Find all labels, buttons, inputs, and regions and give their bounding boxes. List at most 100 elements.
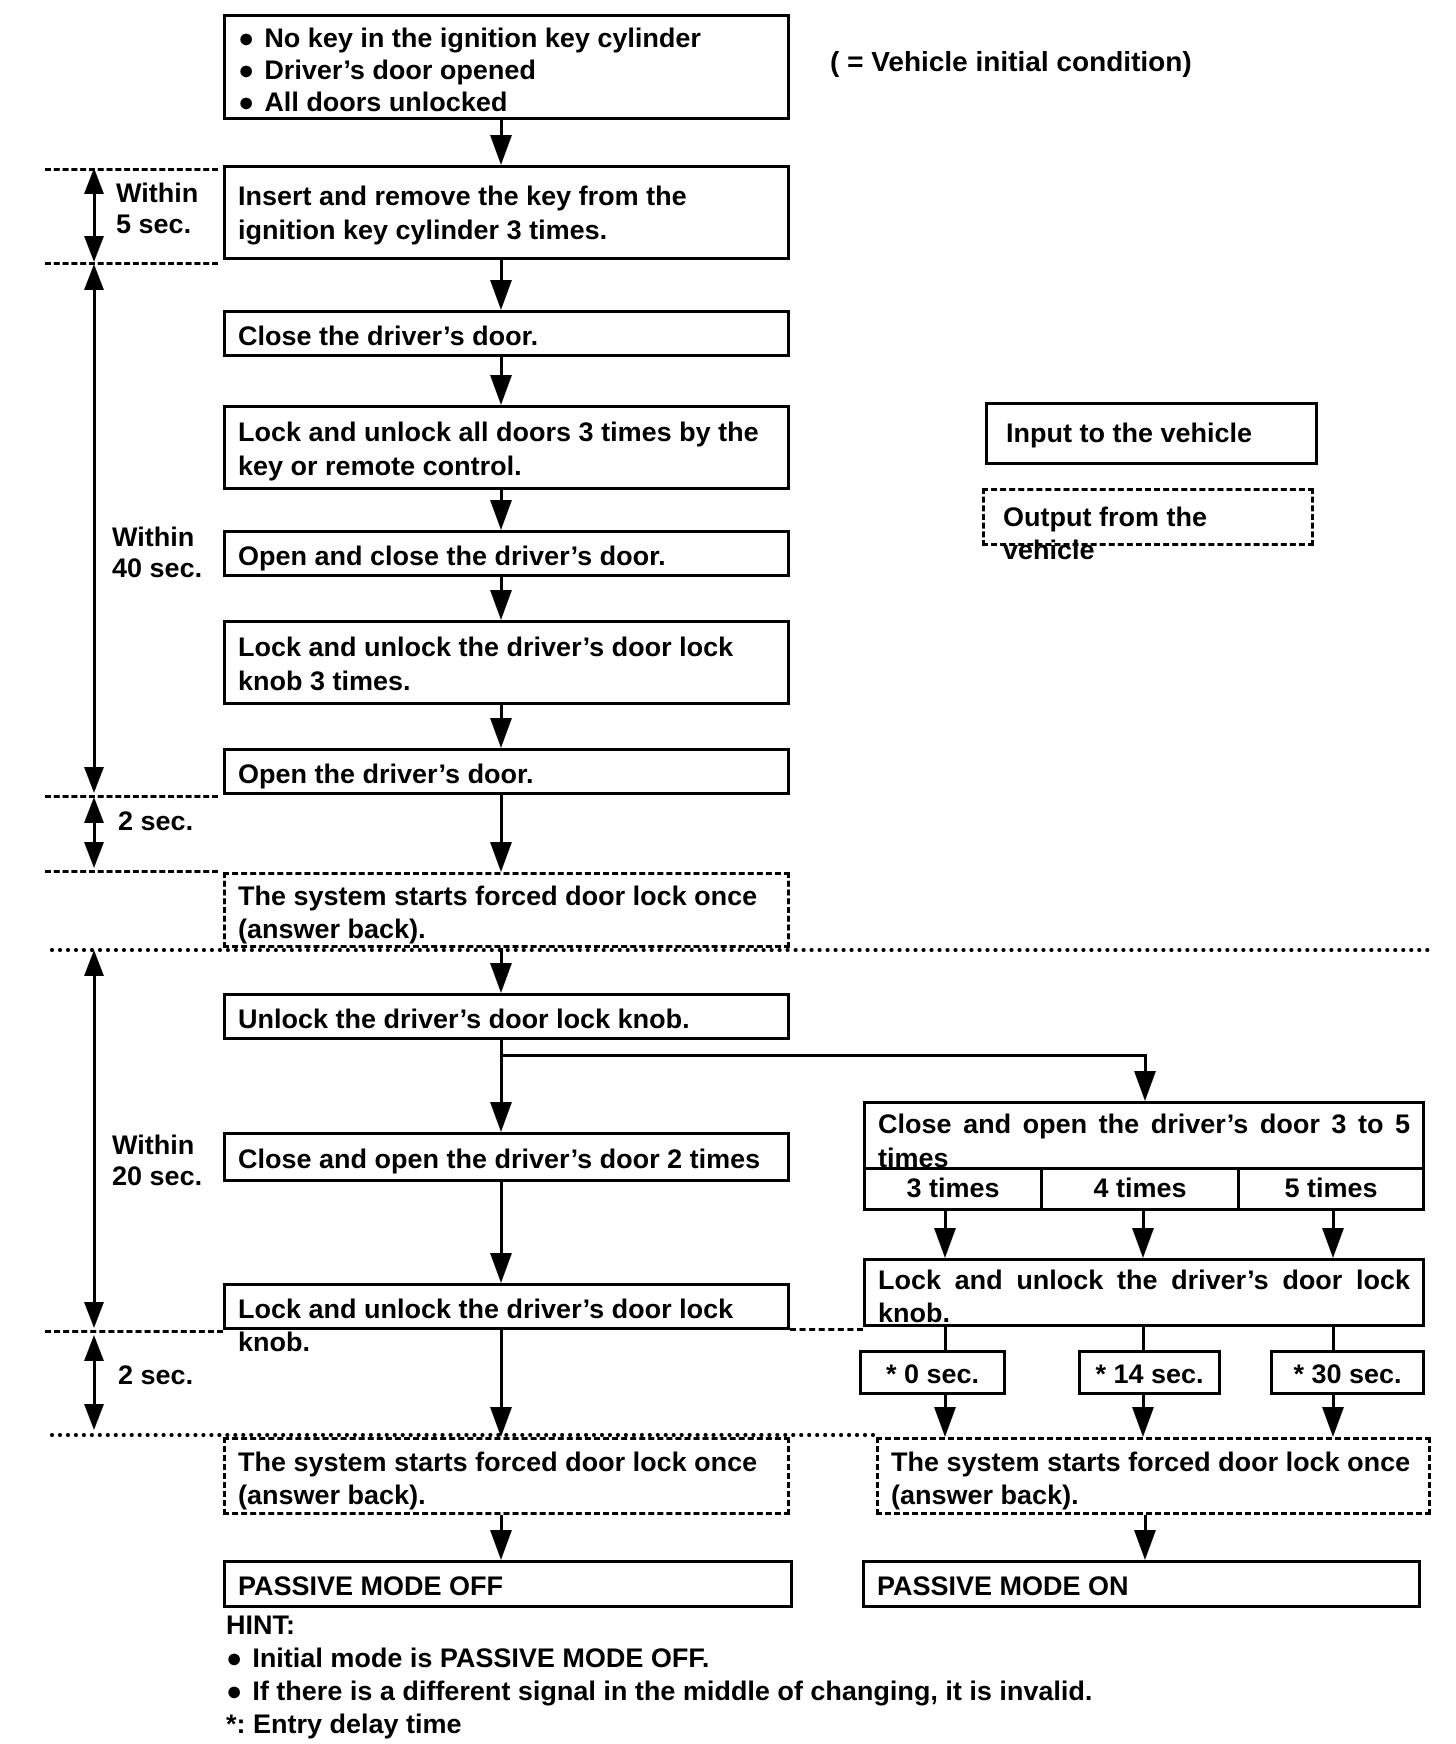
timing-separator-line [45, 1330, 223, 1333]
bullet-icon: ● [226, 1643, 243, 1673]
flow-line [944, 1327, 947, 1350]
answer-back-box-3: The system starts forced door lock once … [876, 1437, 1431, 1515]
double-arrow-line [93, 1348, 96, 1418]
start-condition-item: ● No key in the ignition key cylinder [238, 22, 775, 54]
arrow-down-icon [1134, 1071, 1156, 1101]
lock-unlock-knob-right-box: Lock and unlock the driver’s door lock k… [863, 1258, 1425, 1328]
times-option-cell: 3 times [866, 1170, 1043, 1208]
lock-unlock-all-doors-box: Lock and unlock all doors 3 times by the… [223, 405, 790, 490]
double-arrow-down-icon [84, 842, 104, 868]
double-arrow-down-icon [84, 1404, 104, 1430]
lock-unlock-knob-3-times-box: Lock and unlock the driver’s door lock k… [223, 620, 790, 705]
flow-line [1332, 1395, 1335, 1409]
times-option-row: 3 times 4 times 5 times [863, 1167, 1425, 1211]
hint-title: HINT: [226, 1610, 295, 1640]
hint-item-text: If there is a different signal in the mi… [252, 1676, 1093, 1706]
flow-line [1142, 1395, 1145, 1409]
start-condition-item: ● All doors unlocked [238, 86, 775, 118]
flow-line [500, 577, 503, 593]
hint-item: ● Initial mode is PASSIVE MODE OFF. [226, 1643, 709, 1674]
arrow-down-icon [1132, 1407, 1154, 1437]
flow-line [500, 260, 503, 285]
arrow-down-icon [490, 590, 512, 620]
start-condition-text: No key in the ignition key cylinder [264, 23, 701, 53]
double-arrow-up-icon [84, 264, 104, 290]
flow-line [500, 1515, 503, 1533]
start-condition-item: ● Driver’s door opened [238, 54, 775, 86]
arrow-down-icon [490, 1407, 512, 1437]
arrow-down-icon [1132, 1228, 1154, 1258]
vehicle-initial-condition-note: ( = Vehicle initial condition) [830, 46, 1192, 77]
timing-separator-line [790, 1328, 863, 1331]
arrow-down-icon [1322, 1228, 1344, 1258]
insert-remove-key-box: Insert and remove the key from the ignit… [223, 165, 790, 260]
arrow-down-icon [490, 963, 512, 993]
flow-line [1332, 1211, 1335, 1231]
unlock-knob-box: Unlock the driver’s door lock knob. [223, 993, 790, 1040]
flow-line [1332, 1327, 1335, 1350]
close-door-box: Close the driver’s door. [223, 310, 790, 357]
double-arrow-line [93, 185, 96, 245]
arrow-down-icon [490, 718, 512, 748]
flow-line [500, 948, 503, 966]
answer-back-box-1: The system starts forced door lock once … [223, 872, 790, 948]
arrow-down-icon [490, 1530, 512, 1560]
arrow-down-icon [490, 1253, 512, 1283]
delay-box-30-sec: * 30 sec. [1270, 1350, 1425, 1395]
answer-back-box-2: The system starts forced door lock once … [223, 1437, 790, 1515]
label-within-40-sec: Within 40 sec. [112, 522, 203, 583]
double-arrow-line [93, 280, 96, 770]
flow-line [500, 120, 503, 138]
double-arrow-down-icon [84, 1302, 104, 1328]
arrow-down-icon [490, 1102, 512, 1132]
arrow-down-icon [934, 1407, 956, 1437]
label-2-sec-1: 2 sec. [118, 806, 194, 836]
hint-footnote: *: Entry delay time [226, 1709, 462, 1739]
double-arrow-line [93, 965, 96, 1310]
bullet-icon: ● [226, 1676, 243, 1706]
delay-box-0-sec: * 0 sec. [859, 1350, 1006, 1395]
flow-line [1142, 1211, 1145, 1231]
flow-line [500, 1330, 503, 1410]
timing-separator-line [45, 262, 218, 265]
arrow-down-icon [1134, 1530, 1156, 1560]
arrow-down-icon [490, 842, 512, 872]
legend-output-box: Output from the vehicle [982, 488, 1314, 565]
arrow-down-icon [490, 375, 512, 405]
section-dotted-line [50, 948, 1431, 952]
flow-line [500, 1182, 503, 1257]
label-within-20-sec: Within 20 sec. [112, 1130, 203, 1191]
flow-line [1144, 1515, 1147, 1533]
open-door-box: Open the driver’s door. [223, 748, 790, 795]
timing-separator-line [45, 795, 218, 798]
timing-separator-line [45, 870, 218, 873]
arrow-down-icon [490, 280, 512, 310]
hint-item-text: Initial mode is PASSIVE MODE OFF. [252, 1643, 710, 1673]
flow-line [944, 1211, 947, 1231]
start-condition-text: All doors unlocked [264, 87, 508, 117]
arrow-down-icon [934, 1228, 956, 1258]
double-arrow-down-icon [84, 236, 104, 262]
double-arrow-up-icon [84, 950, 104, 976]
bullet-icon: ● [238, 87, 255, 117]
bullet-icon: ● [238, 23, 255, 53]
close-open-3to5-text: Close and open the driver’s door 3 to 5 … [878, 1109, 1410, 1173]
flow-line [500, 490, 503, 505]
passive-mode-on-box: PASSIVE MODE ON [862, 1560, 1421, 1608]
flow-line [500, 795, 503, 845]
arrow-down-icon [490, 500, 512, 530]
close-open-3to5-box: Close and open the driver’s door 3 to 5 … [863, 1101, 1425, 1211]
flow-line [500, 357, 503, 377]
start-condition-text: Driver’s door opened [264, 55, 536, 85]
hint-item: ● If there is a different signal in the … [226, 1676, 1092, 1707]
times-option-cell: 5 times [1284, 1173, 1378, 1203]
double-arrow-up-icon [84, 168, 104, 194]
flow-line [500, 705, 503, 721]
times-option-cell: 4 times [1043, 1170, 1240, 1208]
flow-line [944, 1395, 947, 1409]
label-2-sec-2: 2 sec. [118, 1360, 194, 1390]
close-open-2-times-box: Close and open the driver’s door 2 times [223, 1132, 790, 1182]
flow-line [500, 1040, 503, 1105]
arrow-down-icon [490, 135, 512, 165]
